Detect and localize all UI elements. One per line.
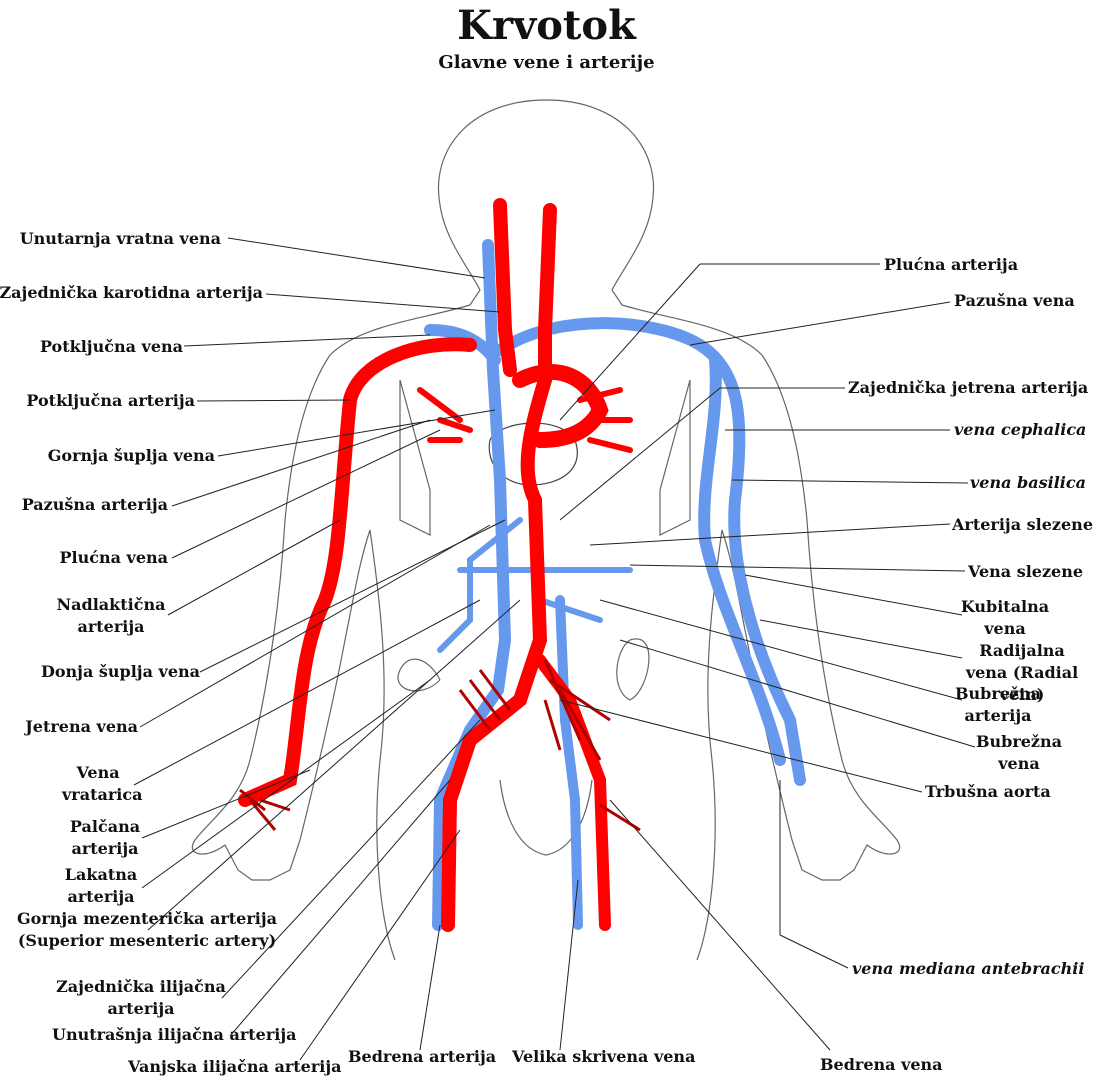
label-pazusna-vena: Pazušna vena xyxy=(954,290,1075,312)
label-vena-cephalica: vena cephalica xyxy=(954,419,1086,441)
label-zajednicka-jetrena-arterija: Zajednička jetrena arterija xyxy=(848,377,1088,399)
label-bedrena-arterija: Bedrena arterija xyxy=(348,1046,496,1068)
label-potkljucna-arterija: Potključna arterija xyxy=(26,390,195,412)
label-zajednicka-karotidna-arterija: Zajednička karotidna arterija xyxy=(0,282,263,304)
label-unutrasnja-ilijacna-arterija: Unutrašnja ilijačna arterija xyxy=(52,1024,297,1046)
label-nadlakticna-arterija: Nadlaktična arterija xyxy=(52,594,170,638)
label-plucna-arterija: Plućna arterija xyxy=(884,254,1018,276)
label-zajednicka-ilijacna-arterija: Zajednička ilijačna arterija xyxy=(56,976,226,1020)
label-palcana-arterija: Palčana arterija xyxy=(68,816,142,860)
label-trbusna-aorta: Trbušna aorta xyxy=(925,781,1051,803)
label-vena-slezene: Vena slezene xyxy=(968,561,1083,583)
label-jetrena-vena: Jetrena vena xyxy=(25,716,138,738)
label-bubrezna-arterija: Bubrežna arterija xyxy=(955,683,1041,727)
label-unutarnja-vratna-vena: Unutarnja vratna vena xyxy=(20,228,221,250)
label-vena-vratarica: Vena vratarica xyxy=(62,762,134,806)
label-arterija-slezene: Arterija slezene xyxy=(952,514,1093,536)
label-kubitalna-vena: Kubitalna vena xyxy=(960,596,1050,640)
label-velika-skrivena-vena: Velika skrivena vena xyxy=(512,1046,695,1068)
label-potkljucna-vena: Potključna vena xyxy=(40,336,183,358)
label-vena-basilica: vena basilica xyxy=(970,472,1086,494)
label-bubrezna-vena: Bubrežna vena xyxy=(975,731,1063,775)
veins xyxy=(430,245,800,925)
label-vena-mediana-antebrachii: vena mediana antebrachii xyxy=(852,958,1084,980)
label-donja-suplja-vena: Donja šuplja vena xyxy=(41,661,200,683)
label-vanjska-ilijacna-arterija: Vanjska ilijačna arterija xyxy=(128,1056,342,1078)
label-bedrena-vena: Bedrena vena xyxy=(820,1054,943,1076)
label-plucna-vena: Plućna vena xyxy=(59,547,168,569)
label-gornja-mezentericka-arterija: Gornja mezenterička arterija (Superior m… xyxy=(14,908,280,952)
label-gornja-suplja-vena: Gornja šuplja vena xyxy=(48,445,215,467)
label-pazusna-arterija: Pazušna arterija xyxy=(22,494,168,516)
label-lakatna-arterija: Lakatna arterija xyxy=(60,864,142,908)
